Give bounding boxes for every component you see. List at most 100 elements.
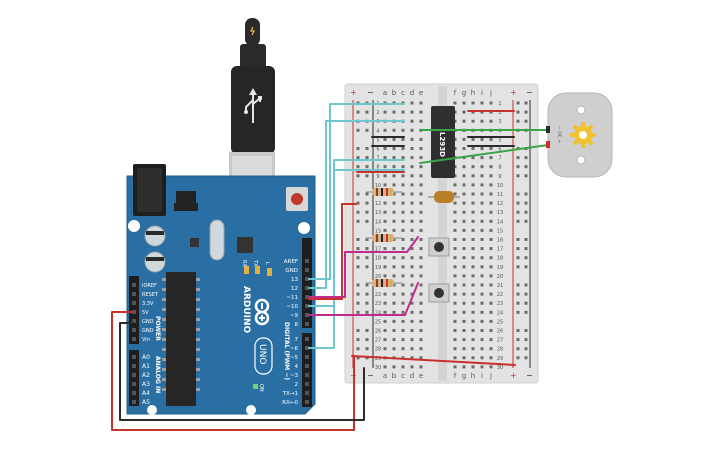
rail-hole bbox=[365, 128, 369, 132]
breadboard-hole bbox=[419, 192, 423, 196]
rail-hole bbox=[524, 283, 528, 287]
led-label-tx: TX bbox=[252, 259, 258, 267]
breadboard-hole bbox=[480, 210, 484, 214]
breadboard-hole bbox=[401, 274, 405, 278]
rail-hole bbox=[356, 301, 360, 305]
row-number: 4 bbox=[376, 128, 379, 134]
breadboard-hole bbox=[489, 228, 493, 232]
breadboard-hole bbox=[410, 347, 414, 351]
breadboard-hole bbox=[410, 110, 414, 114]
rail-hole bbox=[516, 338, 520, 342]
rail-hole bbox=[516, 156, 520, 160]
row-number: 2 bbox=[498, 110, 501, 116]
breadboard-hole bbox=[410, 147, 414, 150]
breadboard-hole bbox=[453, 347, 457, 351]
breadboard-hole bbox=[383, 247, 387, 251]
pin-label-8: 8 bbox=[295, 322, 299, 328]
breadboard-hole bbox=[401, 356, 405, 360]
rail-minus-left-top: − bbox=[367, 88, 374, 97]
breadboard-hole bbox=[453, 228, 457, 232]
breadboard-hole bbox=[489, 265, 493, 269]
breadboard-hole bbox=[480, 256, 484, 260]
breadboard-hole bbox=[471, 110, 475, 114]
rail-hole bbox=[365, 156, 369, 160]
breadboard-hole bbox=[410, 201, 414, 205]
row-number: 29 bbox=[497, 356, 503, 362]
breadboard-hole bbox=[471, 210, 475, 214]
breadboard-hole bbox=[410, 165, 414, 169]
row-number: 1 bbox=[498, 101, 501, 107]
breadboard-hole bbox=[383, 137, 387, 141]
breadboard-hole bbox=[489, 238, 493, 241]
rail-hole bbox=[365, 110, 369, 114]
row-number: 16 bbox=[497, 238, 503, 244]
pushbutton-1 bbox=[428, 237, 450, 257]
breadboard-hole bbox=[489, 110, 493, 114]
breadboard-hole bbox=[453, 329, 457, 332]
rail-hole bbox=[365, 210, 369, 214]
column-letter: d bbox=[410, 372, 414, 380]
breadboard-hole bbox=[419, 137, 423, 141]
breadboard-hole bbox=[392, 319, 396, 323]
rail-hole bbox=[356, 192, 360, 196]
dc-motor: − DC + bbox=[547, 92, 613, 178]
breadboard-hole bbox=[401, 174, 405, 178]
breadboard-hole bbox=[471, 119, 475, 123]
rail-hole bbox=[516, 292, 520, 296]
breadboard-hole bbox=[401, 329, 405, 332]
rail-hole bbox=[524, 338, 528, 342]
breadboard-hole bbox=[480, 310, 484, 314]
rail-hole bbox=[356, 256, 360, 260]
breadboard-hole bbox=[489, 147, 493, 150]
breadboard-hole bbox=[392, 338, 396, 342]
breadboard-hole bbox=[410, 192, 414, 196]
arduino-board: ARDUINO UNO ON RX TX L IOREF RESET 3.3V … bbox=[126, 164, 316, 415]
breadboard-hole bbox=[480, 238, 484, 241]
breadboard-hole bbox=[383, 219, 387, 223]
breadboard-hole bbox=[462, 137, 466, 141]
pin-label-9: ~9 bbox=[290, 313, 299, 319]
breadboard-hole bbox=[383, 147, 387, 150]
breadboard-hole bbox=[489, 319, 493, 323]
breadboard-hole bbox=[419, 301, 423, 305]
breadboard-hole bbox=[462, 347, 466, 351]
rail-hole bbox=[516, 247, 520, 251]
breadboard-hole bbox=[410, 128, 414, 132]
row-number: 25 bbox=[497, 319, 503, 325]
breadboard-hole bbox=[383, 274, 387, 278]
breadboard-hole bbox=[471, 183, 475, 187]
breadboard-hole bbox=[392, 165, 396, 169]
rail-hole bbox=[365, 338, 369, 342]
rail-hole bbox=[365, 283, 369, 287]
rail-hole bbox=[516, 329, 520, 332]
breadboard-hole bbox=[410, 228, 414, 232]
breadboard-hole bbox=[419, 110, 423, 114]
rail-hole bbox=[516, 174, 520, 178]
wire-red-bus-top bbox=[308, 203, 357, 300]
breadboard-hole bbox=[410, 319, 414, 323]
rail-hole bbox=[365, 256, 369, 260]
row-number: 12 bbox=[375, 201, 381, 207]
breadboard-hole bbox=[401, 238, 405, 241]
breadboard-hole bbox=[410, 183, 414, 187]
breadboard-hole bbox=[419, 183, 423, 187]
rail-hole bbox=[524, 156, 528, 160]
row-number: 14 bbox=[375, 219, 381, 225]
breadboard-hole bbox=[401, 256, 405, 260]
breadboard-hole bbox=[401, 265, 405, 269]
breadboard-hole bbox=[419, 274, 423, 278]
rail-hole bbox=[365, 265, 369, 269]
breadboard-hole bbox=[489, 201, 493, 205]
breadboard-hole bbox=[383, 365, 387, 369]
breadboard-hole bbox=[401, 147, 405, 150]
arduino-model-label: UNO bbox=[257, 344, 267, 364]
rail-hole bbox=[516, 165, 520, 169]
row-number: 7 bbox=[376, 156, 379, 162]
breadboard-hole bbox=[489, 101, 493, 105]
pin-label-6: ~6 bbox=[290, 346, 299, 352]
breadboard-hole bbox=[480, 365, 484, 369]
breadboard-hole bbox=[471, 219, 475, 223]
row-number: 27 bbox=[497, 338, 503, 344]
breadboard-hole bbox=[489, 174, 493, 178]
breadboard-hole bbox=[419, 356, 423, 360]
